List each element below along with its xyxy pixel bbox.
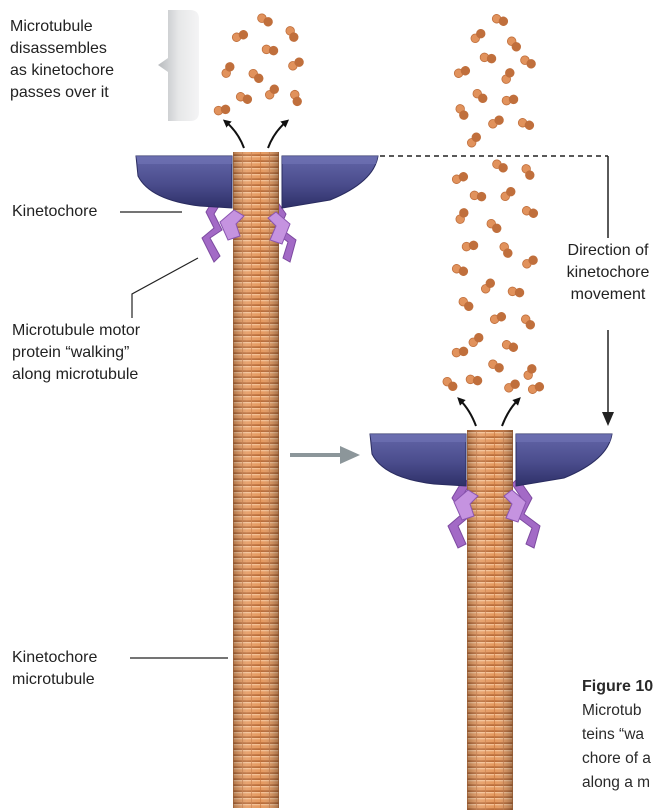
tubulin-dimer (220, 61, 235, 79)
tubulin-dimer (264, 83, 281, 101)
label-line: disassembles (10, 38, 114, 60)
tubulin-dimer (469, 190, 486, 201)
tubulin-dimer (441, 376, 459, 393)
tubulin-dimer (289, 89, 302, 107)
tubulin-dimer (465, 374, 482, 385)
label-line: passes over it (10, 82, 114, 104)
tubulin-dimer (520, 313, 537, 331)
tubulin-dimer (454, 103, 469, 121)
tubulin-dimer (247, 68, 265, 85)
label-motor-protein: Microtubule motor protein “walking” alon… (12, 320, 140, 386)
transition-arrow (340, 446, 360, 464)
tubulin-dimer (480, 277, 497, 295)
tubulin-dimer (503, 378, 521, 393)
right-assembly (370, 400, 612, 810)
tubulin-dimer (453, 65, 471, 78)
tubulin-dimer (231, 29, 249, 42)
label-line: as kinetochore (10, 60, 114, 82)
left-assembly (136, 122, 378, 808)
tubulin-dimer (487, 114, 505, 129)
tubulin-dimer (506, 35, 523, 53)
tubulin-dimer (213, 104, 230, 115)
tubulin-dimer (256, 12, 274, 27)
tubulin-dimer (471, 88, 489, 105)
tubulin-dimer (500, 67, 515, 85)
tubulin-dimer (479, 52, 496, 63)
label-line: microtubule (12, 669, 97, 691)
label-kinetochore: Kinetochore (12, 201, 97, 223)
tubulin-dimer (507, 286, 524, 297)
figure-caption-line: chore of a (582, 750, 651, 768)
figure-caption-line: Microtub (582, 702, 641, 720)
leader-line-motor (132, 258, 198, 318)
tubulin-dimer (520, 163, 535, 181)
tubulin-dimer (527, 381, 545, 394)
tubulin-dimer (521, 205, 539, 218)
tubulin-dimer (461, 240, 478, 251)
tubulin-dimer (521, 254, 539, 269)
tubulin-dimer (454, 207, 469, 225)
tubulin-dimer (467, 332, 485, 349)
tubulin-dimer (498, 241, 513, 259)
tubulin-dimer (487, 358, 505, 373)
figure-caption-title: Figure 10 (582, 678, 653, 696)
tubulin-dimer (284, 25, 299, 43)
label-line: protein “walking” (12, 342, 140, 364)
tubulin-dimer (499, 186, 517, 203)
tubulin-dimer (451, 346, 468, 357)
label-line: Microtubule (10, 16, 114, 38)
figure-caption-line: along a m (582, 774, 650, 792)
label-line: Microtubule motor (12, 320, 140, 342)
tubulin-dimer (517, 117, 535, 130)
label-line: along microtubule (12, 364, 140, 386)
label-line: Kinetochore (12, 647, 97, 669)
figure-caption-line: teins “wa (582, 726, 644, 744)
tubulin-dimer (489, 311, 507, 324)
label-line: movement (550, 284, 664, 306)
direction-arrowhead (602, 412, 614, 426)
label-direction: Direction of kinetochore movement (550, 240, 664, 306)
tubulin-dimer (501, 339, 519, 352)
tubulin-dimer (451, 263, 469, 276)
tubulin-dimer (485, 218, 503, 235)
tubulin-dimer (469, 28, 487, 45)
tubulin-dimer (491, 158, 509, 173)
tubulin-dimer (501, 94, 518, 105)
tubulin-dimer (261, 44, 278, 55)
label-microtubule-disassembles: Microtubule disassembles as kinetochore … (10, 16, 114, 104)
tubulin-dimer (522, 363, 537, 381)
label-kinetochore-microtubule: Kinetochore microtubule (12, 647, 97, 691)
label-line: Direction of (550, 240, 664, 262)
tubulin-dimer (491, 13, 509, 26)
tubulin-dimer (235, 91, 253, 104)
tubulin-dimer (519, 54, 537, 69)
tubulin-dimer (466, 131, 483, 149)
label-line: kinetochore (550, 262, 664, 284)
label-bracket-shape (158, 10, 199, 121)
tubulin-dimer (457, 296, 475, 313)
tubulin-dimer (451, 171, 469, 184)
tubulin-dimer (287, 56, 305, 71)
